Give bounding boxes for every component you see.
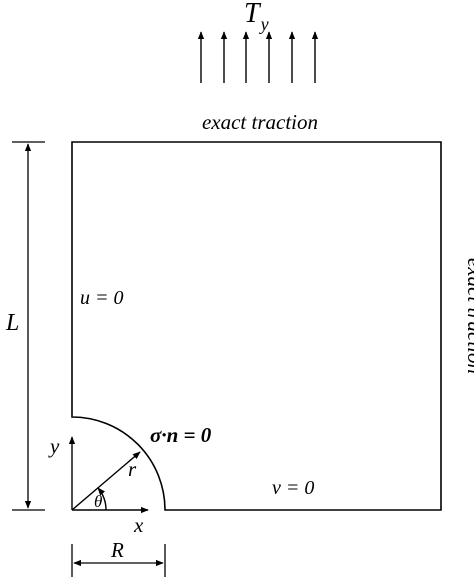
top-edge-label: exact traction <box>202 110 318 134</box>
right-edge-label: exact traction <box>463 258 474 374</box>
hole-bc-label: σ·n = 0 <box>150 423 212 447</box>
load-label: Ty <box>244 0 269 34</box>
plate-boundary <box>71 141 442 511</box>
x-axis-label: x <box>133 513 144 537</box>
theta-label: θ <box>94 492 102 511</box>
coordinate-axes <box>68 436 149 514</box>
radius-label: r <box>128 457 137 481</box>
bottom-bc-label: v = 0 <box>272 477 314 499</box>
load-symbol: T <box>244 0 262 29</box>
height-dimension <box>12 141 45 511</box>
load-subscript: y <box>259 14 269 34</box>
y-axis-label: y <box>48 434 60 458</box>
radius-arrow <box>71 451 141 511</box>
radius-dimension-label: R <box>110 538 124 562</box>
radius-dimension <box>71 544 166 577</box>
traction-arrows <box>197 31 319 83</box>
theta-arc <box>97 487 107 511</box>
left-bc-label: u = 0 <box>80 287 124 309</box>
height-label: L <box>5 310 19 336</box>
